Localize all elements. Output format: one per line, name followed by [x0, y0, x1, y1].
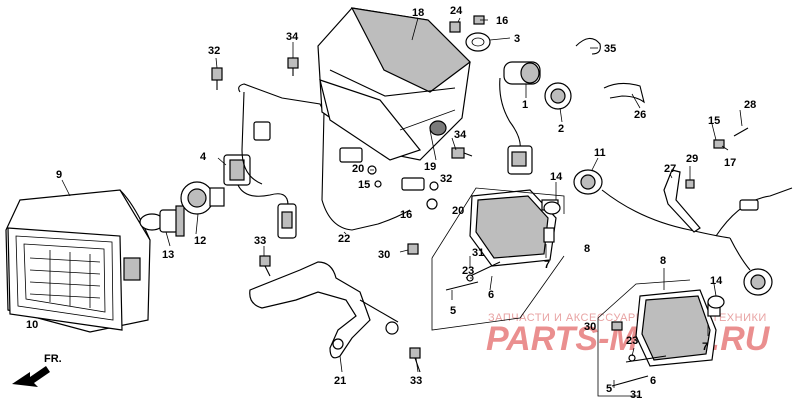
callout-16: 16: [496, 15, 508, 27]
callout-11: 11: [594, 147, 606, 159]
mount-bracket: [249, 261, 399, 359]
callout-35: 35: [604, 43, 616, 55]
callout-1: 1: [522, 99, 528, 111]
front-label: FR.: [44, 353, 62, 365]
callout-10: 10: [26, 319, 38, 331]
callout-13: 13: [162, 249, 174, 261]
socket: [180, 181, 225, 215]
callout-33: 33: [254, 235, 266, 247]
callout-23: 23: [462, 265, 474, 277]
stay: [663, 169, 701, 233]
callout-5: 5: [450, 305, 456, 317]
callout-7: 7: [544, 259, 550, 271]
callout-3: 3: [514, 33, 520, 45]
callout-24: 24: [450, 5, 463, 17]
lamp-sockets: [543, 169, 793, 309]
callout-26: 26: [634, 109, 646, 121]
callout-20b: 20: [452, 205, 464, 217]
callout-17: 17: [724, 157, 736, 169]
callout-4: 4: [200, 151, 207, 163]
leader-lines: [61, 17, 743, 388]
callouts: 32 34 18 24 16 3 35 26 1 2 4 9 34 19 20 …: [26, 5, 756, 401]
callout-18: 18: [412, 7, 424, 19]
callout-28: 28: [744, 99, 756, 111]
clamps: [449, 21, 645, 104]
callout-32b: 32: [440, 173, 452, 185]
callout-15b: 15: [708, 115, 720, 127]
callout-34b: 34: [454, 129, 467, 141]
callout-30: 30: [378, 249, 390, 261]
stay-pipe: [238, 83, 425, 231]
fog-lamp-lower: [597, 279, 721, 397]
callout-8: 8: [584, 243, 590, 255]
callout-19: 19: [424, 161, 436, 173]
callout-14: 14: [550, 171, 563, 183]
callout-2: 2: [558, 123, 564, 135]
front-direction-indicator: FR.: [12, 353, 62, 387]
switch-assembly: [465, 32, 572, 175]
callout-20: 20: [352, 163, 364, 175]
front-arrow-icon: [12, 366, 50, 387]
callout-21: 21: [334, 375, 346, 387]
bulb: [139, 205, 185, 237]
callout-23b: 23: [626, 335, 638, 347]
connector-harness: [223, 154, 297, 239]
callout-32: 32: [208, 45, 220, 57]
callout-16b: 16: [400, 209, 412, 221]
callout-6: 6: [488, 289, 494, 301]
callout-31b: 31: [630, 389, 642, 401]
headlight-case: [317, 7, 471, 161]
callout-9: 9: [56, 169, 62, 181]
callout-27: 27: [664, 163, 676, 175]
callout-6b: 6: [650, 375, 656, 387]
callout-22: 22: [338, 233, 350, 245]
callout-34: 34: [286, 31, 299, 43]
headlight-unit: [5, 189, 151, 333]
callout-8b: 8: [660, 255, 666, 267]
callout-30b: 30: [584, 321, 596, 333]
callout-7b: 7: [702, 341, 708, 353]
callout-14b: 14: [710, 275, 723, 287]
watermark-brand: PARTS-MOTO.RU: [486, 320, 771, 358]
callout-33b: 33: [410, 375, 422, 387]
callout-12: 12: [194, 235, 206, 247]
callout-5b: 5: [606, 383, 612, 395]
fog-lamp-upper: [431, 187, 565, 331]
callout-15: 15: [358, 179, 370, 191]
callout-31: 31: [472, 247, 484, 259]
callout-29: 29: [686, 153, 698, 165]
